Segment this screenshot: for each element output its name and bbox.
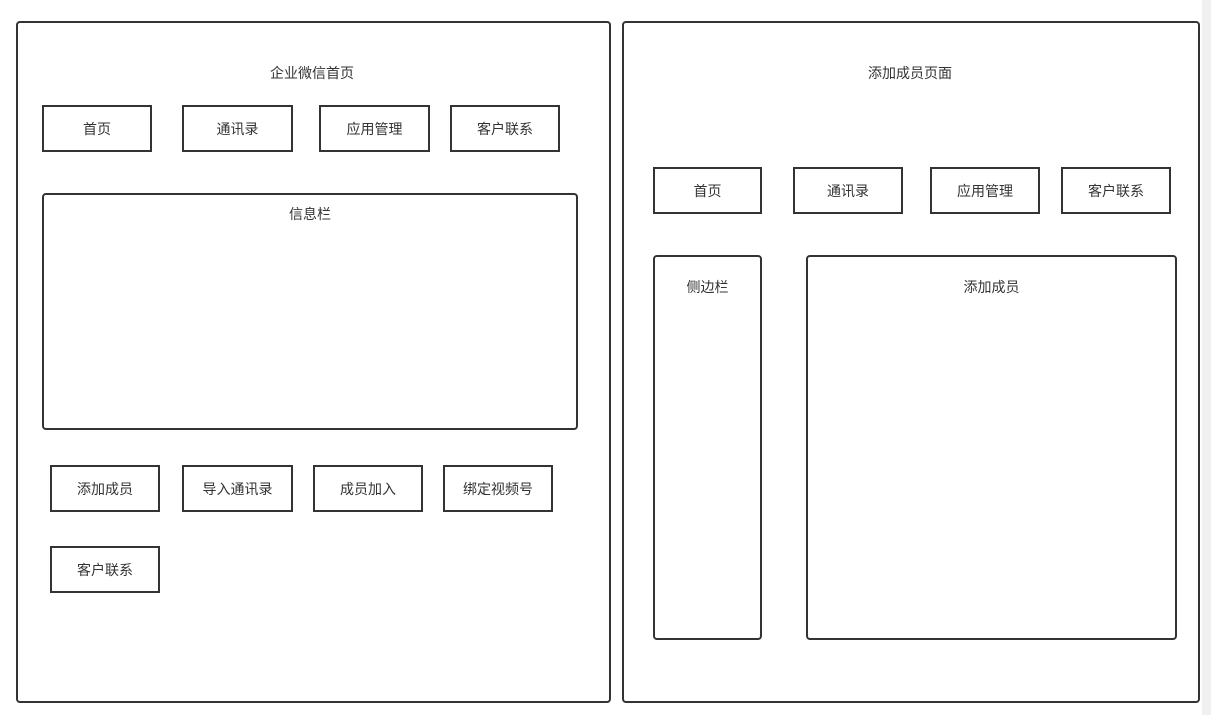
home-nav-customer-contact[interactable]: 客户联系 [450,105,560,152]
add-member-page-title: 添加成员页面 [868,65,952,81]
import-contacts-button[interactable]: 导入通讯录 [182,465,293,512]
member-nav-home[interactable]: 首页 [653,167,762,214]
home-nav-contacts[interactable]: 通讯录 [182,105,293,152]
home-nav-home[interactable]: 首页 [42,105,152,152]
home-nav-app-management[interactable]: 应用管理 [319,105,430,152]
sidebar: 侧边栏 [653,255,762,640]
member-join-button[interactable]: 成员加入 [313,465,423,512]
member-nav-customer-contact[interactable]: 客户联系 [1061,167,1171,214]
bind-video-account-button[interactable]: 绑定视频号 [443,465,553,512]
member-nav-contacts[interactable]: 通讯录 [793,167,903,214]
add-member-button[interactable]: 添加成员 [50,465,160,512]
scrollbar-track[interactable] [1202,0,1211,715]
customer-contact-button[interactable]: 客户联系 [50,546,160,593]
info-bar: 信息栏 [42,193,578,430]
add-member-content: 添加成员 [806,255,1177,640]
member-nav-app-management[interactable]: 应用管理 [930,167,1040,214]
home-page-title: 企业微信首页 [270,65,354,81]
